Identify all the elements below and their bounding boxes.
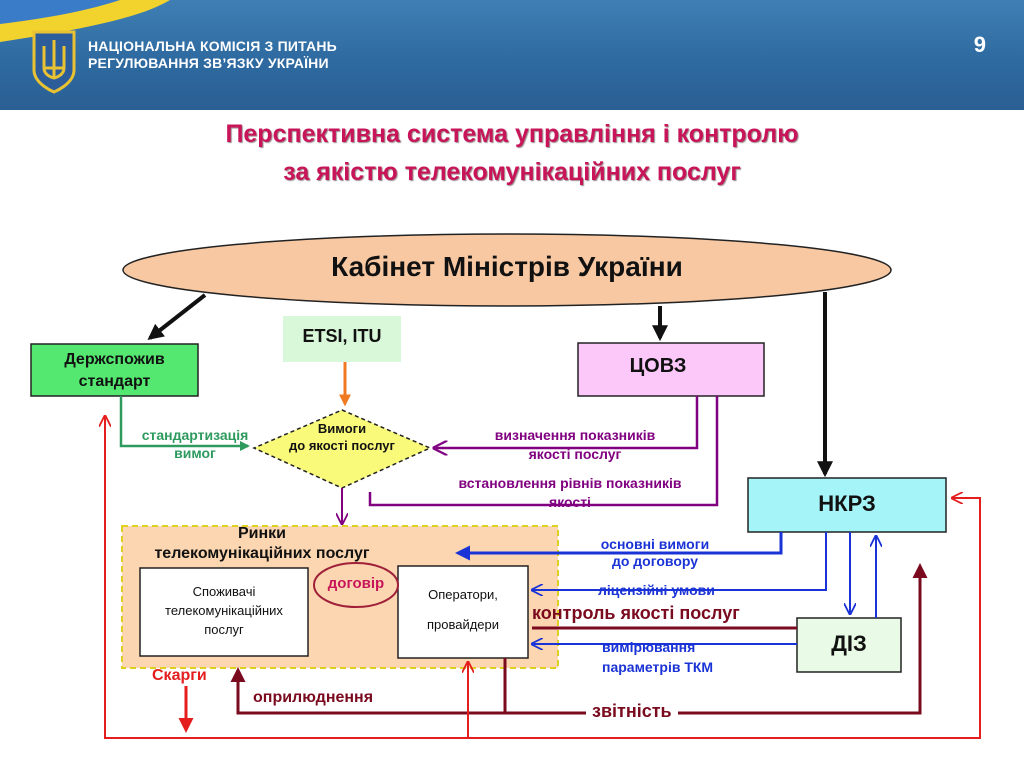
consumers-label: Споживачі телекомунікаційних послуг [140,582,308,639]
consumers-line-1: Споживачі [192,584,256,599]
complaints-label: Скарги [152,667,207,684]
page-number: 9 [973,32,986,57]
cabinet-ellipse [122,233,892,307]
slide-title-line-1: Перспективна система управління і контро… [225,120,799,148]
header-bar: НАЦІОНАЛЬНА КОМІСІЯ З ПИТАНЬ РЕГУЛЮВАННЯ… [0,0,1024,110]
cabinet-label: Кабінет Міністрів України [331,251,683,282]
standardization-arrow [119,396,250,451]
indicators-label: визначення показників якості послуг [455,426,695,464]
trident-emblem-icon [32,30,76,94]
levels-line-1: встановлення рівнів показників [458,475,682,491]
operators-box [397,565,529,659]
basic-requirements-arrow [455,532,783,561]
basic-requirements-label: основні вимоги до договору [570,536,740,570]
measurement-label: вимірювання параметрів ТКМ [602,637,713,677]
requirements-label: Вимоги до якості послуг [254,420,430,454]
organization-name: НАЦІОНАЛЬНА КОМІСІЯ З ПИТАНЬ РЕГУЛЮВАННЯ… [88,38,337,72]
derzhspozhyv-line-1: Держспожив [64,351,165,368]
consumers-line-3: послуг [204,622,244,637]
markets-label: Ринки телекомунікаційних послуг [122,524,402,564]
outer-red-loop [105,416,981,739]
derzhspozhyv-label: Держспожив стандарт [31,349,198,393]
publication-arrow [230,667,505,715]
basic-requirements-line-1: основні вимоги [600,536,710,552]
operators-line-2: провайдери [426,617,500,632]
nkrz-box [747,477,947,533]
operators-label: Оператори, провайдери [398,580,528,640]
publication-label: оприлюднення [253,689,374,706]
derzhspozhyv-line-2: стандарт [78,373,151,390]
consumers-box [139,567,309,657]
consumers-line-2: телекомунікаційних [165,603,283,618]
measurement-line-1: вимірювання [602,639,696,655]
diz-box [796,617,902,673]
reporting-label: звітність [586,701,678,722]
contract-label: договір [327,575,385,592]
operators-line-1: Оператори, [428,587,498,602]
quality-control-label: контроль якості послуг [532,603,740,623]
etsi-box [283,316,401,362]
tsovz-box [577,342,765,397]
levels-label: встановлення рівнів показників якості [420,474,720,512]
cabinet-to-derzhspozhyv-arrow [147,293,207,340]
markets-line-1: Ринки [237,525,286,542]
requirements-line-2: до якості послуг [289,438,395,453]
standardization-line-2: вимог [174,445,216,461]
levels-line-2: якості [549,494,591,510]
derzhspozhyv-box [30,343,199,397]
basic-requirements-line-2: до договору [611,553,699,569]
reporting-arrow [503,563,928,715]
etsi-label: ETSI, ITU [302,326,382,346]
org-line-2: РЕГУЛЮВАННЯ ЗВ’ЯЗКУ УКРАЇНИ [88,55,329,71]
indicators-arrow [434,396,699,448]
levels-arrow [368,396,719,507]
standardization-line-1: стандартизація [141,427,249,443]
contract-oval [313,562,399,608]
indicators-line-2: якості послуг [528,446,622,462]
standardization-label: стандартизація вимог [120,426,270,462]
diz-label: ДІЗ [831,631,867,656]
license-arrow [532,532,827,590]
tsovz-label: ЦОВЗ [629,355,687,377]
license-label: ліцензійні умови [598,582,715,598]
slide-title-line-2: за якістю телекомунікаційних послуг [283,158,741,186]
indicators-line-1: визначення показників [494,427,656,443]
markets-line-2: телекомунікаційних послуг [154,545,370,562]
requirements-line-1: Вимоги [317,421,367,436]
nkrz-label: НКРЗ [818,491,876,516]
org-line-1: НАЦІОНАЛЬНА КОМІСІЯ З ПИТАНЬ [88,38,337,54]
measurement-line-2: параметрів ТКМ [602,659,714,675]
